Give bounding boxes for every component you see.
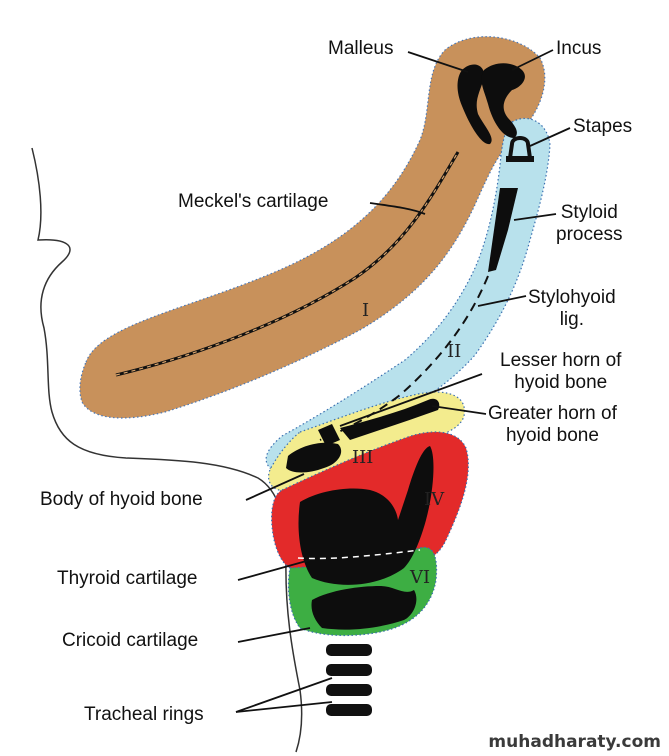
leader-meckels xyxy=(369,202,426,215)
leader-malleus xyxy=(407,51,469,73)
tracheal-ring xyxy=(326,644,372,656)
label-greater-horn: Greater horn of hyoid bone xyxy=(488,403,617,447)
leader-lines xyxy=(235,49,571,713)
leader-styloid xyxy=(513,213,557,221)
label-styloid-process: Styloid process xyxy=(556,202,623,246)
label-styloid-line-1: Styloid xyxy=(560,202,618,223)
label-lesser-horn-line-2: hyoid bone xyxy=(514,372,608,393)
arch-numeral-third: III xyxy=(352,447,373,468)
greater-horn-of-hyoid xyxy=(340,398,440,440)
leader-lesser-horn xyxy=(339,373,483,427)
malleus-bone xyxy=(457,64,492,145)
face-outline xyxy=(31,147,303,753)
arch-numeral-second: II xyxy=(447,341,461,362)
label-lesser-horn: Lesser horn of hyoid bone xyxy=(500,350,621,394)
label-stylohyoid-line-1: Stylohyoid xyxy=(528,287,616,308)
watermark: muhadharaty.com xyxy=(488,732,661,752)
arch-numeral-sixth: VI xyxy=(409,567,430,588)
tracheal-ring xyxy=(326,704,372,716)
label-thyroid-cartilage: Thyroid cartilage xyxy=(57,568,198,589)
label-styloid-line-2: process xyxy=(556,224,623,245)
leader-thyroid xyxy=(237,559,311,581)
thyroid-cartilage xyxy=(298,446,434,585)
lesser-horn-of-hyoid xyxy=(318,424,340,446)
styloid-process-bone xyxy=(488,188,518,272)
label-lesser-horn-line-1: Lesser horn of xyxy=(500,350,622,371)
leader-stapes xyxy=(529,127,571,147)
leader-cricoid xyxy=(237,627,311,643)
leader-tracheal-2 xyxy=(235,701,333,713)
leader-greater-horn xyxy=(431,405,487,415)
larynx-dashed-contour xyxy=(297,549,421,560)
label-stylohyoid-lig: Stylohyoid lig. xyxy=(528,287,616,331)
label-malleus: Malleus xyxy=(328,38,394,59)
label-meckels-cartilage: Meckel's cartilage xyxy=(178,191,329,212)
arch-numeral-first: I xyxy=(362,300,369,321)
leader-tracheal-1 xyxy=(235,677,333,713)
label-greater-horn-line-1: Greater horn of xyxy=(488,403,617,424)
label-stylohyoid-line-2: lig. xyxy=(559,309,584,330)
tracheal-ring xyxy=(326,664,372,676)
body-of-hyoid xyxy=(286,442,342,473)
leader-body-hyoid xyxy=(245,473,305,501)
label-stapes: Stapes xyxy=(573,116,633,137)
label-body-of-hyoid: Body of hyoid bone xyxy=(40,489,203,510)
tracheal-ring xyxy=(326,684,372,696)
arch-numeral-fourth: IV xyxy=(424,489,445,510)
label-incus: Incus xyxy=(556,38,602,59)
incus-bone xyxy=(481,63,525,138)
leader-stylohyoid xyxy=(477,295,527,307)
arch-1-region xyxy=(79,36,546,419)
label-cricoid-cartilage: Cricoid cartilage xyxy=(62,630,199,651)
label-tracheal-rings: Tracheal rings xyxy=(84,704,204,725)
cricoid-cartilage xyxy=(311,586,417,630)
leader-incus xyxy=(511,49,554,71)
label-greater-horn-line-2: hyoid bone xyxy=(505,425,599,446)
stapes-bone xyxy=(507,136,533,160)
